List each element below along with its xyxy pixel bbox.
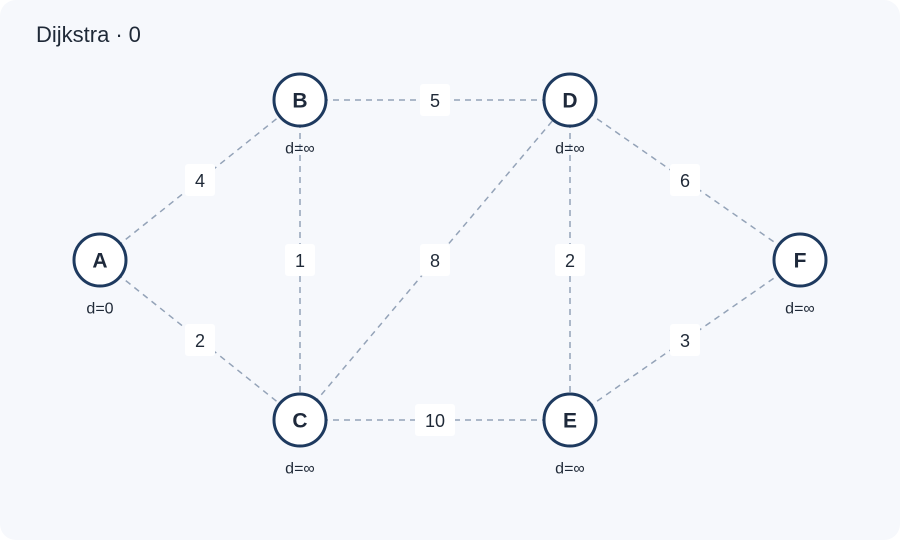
node-distance: d=∞ [285, 461, 315, 478]
edge-weight: 6 [680, 171, 690, 191]
edge-weight-box [670, 324, 700, 356]
step-counter: 0 [128, 22, 141, 47]
node-label: A [92, 250, 107, 273]
edge-line [99, 99, 301, 261]
edge-weight-box [185, 324, 215, 356]
node-label: B [292, 90, 307, 113]
node-distance: d=∞ [785, 301, 815, 318]
node-circle[interactable] [772, 232, 828, 288]
edge-c-e: 10 [300, 404, 570, 436]
node-d[interactable]: Dd=∞ [542, 72, 598, 158]
node-label: E [563, 410, 577, 433]
edge-weight-box [415, 404, 455, 436]
edge-b-c: 1 [285, 100, 315, 420]
edge-d-f: 6 [569, 99, 801, 261]
nodes-layer: Ad=0Bd=∞Cd=∞Dd=∞Ed=∞Fd=∞ [72, 72, 828, 478]
node-circle[interactable] [272, 72, 328, 128]
edge-weight: 5 [430, 91, 440, 111]
diagram-title: Dijkstra·0 [36, 22, 141, 48]
node-distance: d=∞ [555, 141, 585, 158]
edge-weight-box [555, 244, 585, 276]
edge-line [99, 259, 301, 421]
title-separator: · [115, 22, 123, 47]
edge-weight: 8 [430, 251, 440, 271]
node-f[interactable]: Fd=∞ [772, 232, 828, 318]
edge-weight-box [670, 164, 700, 196]
node-b[interactable]: Bd=∞ [272, 72, 328, 158]
node-c[interactable]: Cd=∞ [272, 392, 328, 478]
edge-weight: 2 [195, 331, 205, 351]
edge-line [569, 259, 801, 421]
node-circle[interactable] [542, 72, 598, 128]
edge-weight: 1 [295, 251, 305, 271]
edge-weight: 4 [195, 171, 205, 191]
node-distance: d=∞ [555, 461, 585, 478]
edge-a-b: 4 [99, 99, 301, 261]
edge-weight-box [285, 244, 315, 276]
node-label: D [562, 90, 577, 113]
node-label: C [292, 410, 307, 433]
title-text: Dijkstra [36, 22, 110, 47]
edge-e-f: 3 [569, 259, 801, 421]
node-distance: d=0 [86, 301, 113, 318]
edges-layer: 4 2 1 5 8 10 2 6 3 [99, 84, 801, 436]
node-a[interactable]: Ad=0 [72, 232, 128, 318]
edge-weight: 10 [425, 411, 445, 431]
node-circle[interactable] [272, 392, 328, 448]
edge-weight-box [185, 164, 215, 196]
edge-weight-box [420, 244, 450, 276]
edge-weight-box [420, 84, 450, 116]
node-e[interactable]: Ed=∞ [542, 392, 598, 478]
edge-c-d: 8 [299, 99, 571, 421]
node-label: F [794, 250, 807, 273]
edge-weight: 3 [680, 331, 690, 351]
edge-weight: 2 [565, 251, 575, 271]
edge-line [569, 99, 801, 261]
node-circle[interactable] [542, 392, 598, 448]
edge-d-e: 2 [555, 100, 585, 420]
node-circle[interactable] [72, 232, 128, 288]
node-distance: d=∞ [285, 141, 315, 158]
edge-a-c: 2 [99, 259, 301, 421]
edge-b-d: 5 [300, 84, 570, 116]
